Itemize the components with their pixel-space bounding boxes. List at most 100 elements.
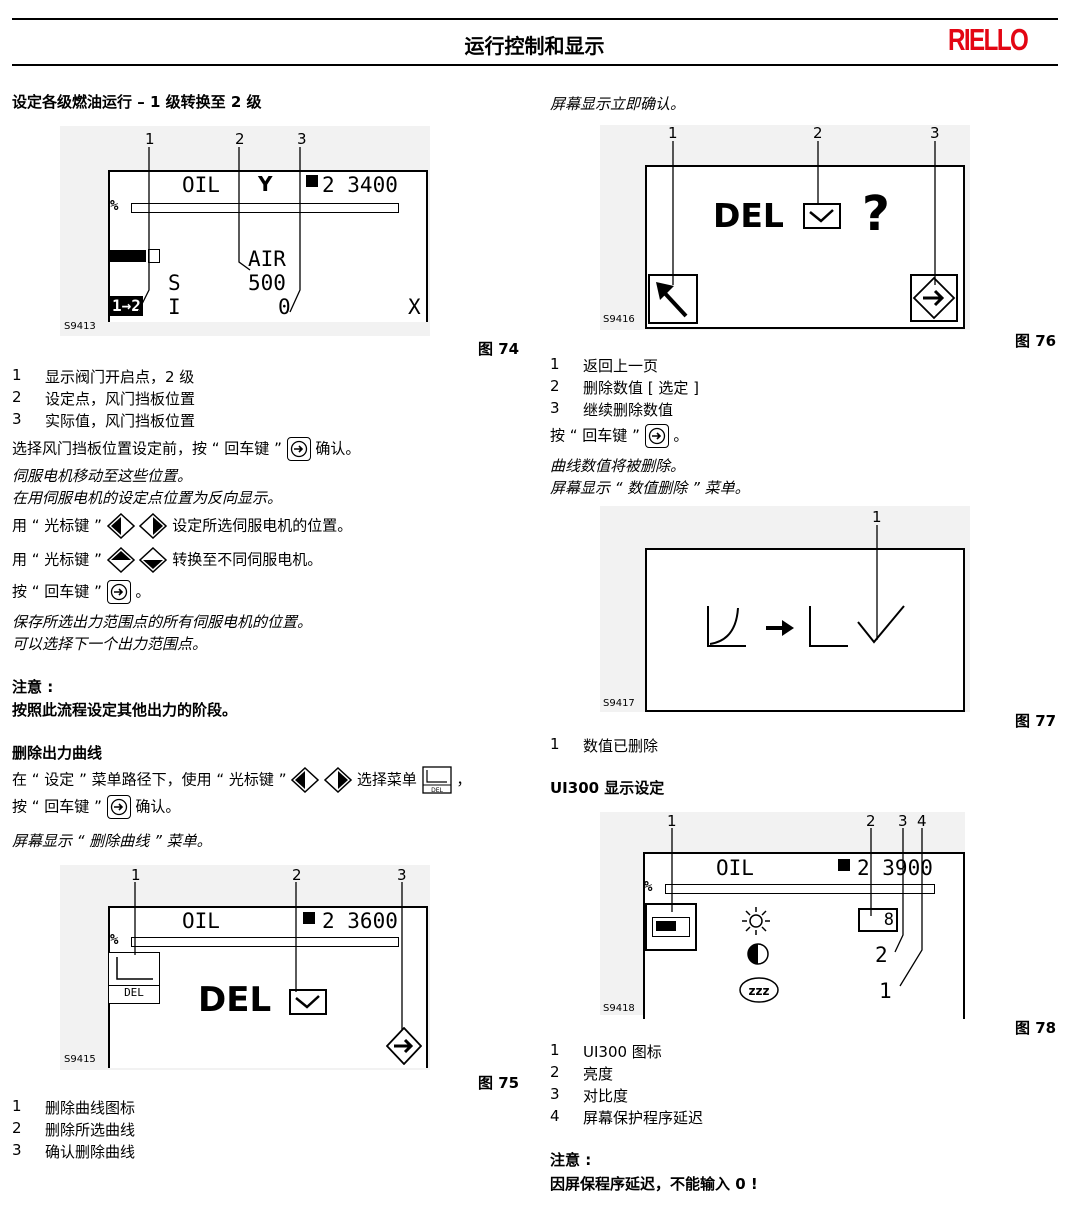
enter-key-icon xyxy=(644,424,669,448)
lcd-actual: 0 xyxy=(278,295,291,319)
progress-bar xyxy=(131,203,399,213)
paragraph: 按 “ 回车键 ” 确认。 xyxy=(12,795,180,819)
brand-logo: RIELLO xyxy=(948,22,1029,57)
lcd-oil-label: OIL xyxy=(182,909,220,933)
lcd-screen-77 xyxy=(645,548,965,712)
callout-1: 1 xyxy=(872,508,882,526)
callout-1: 1 xyxy=(667,812,677,830)
cursor-left-key-icon xyxy=(106,513,135,539)
page-title: 运行控制和显示 xyxy=(464,34,605,58)
lcd-box-value: 8 xyxy=(858,908,898,932)
check-box-icon xyxy=(803,203,841,229)
cursor-right-key-icon xyxy=(324,767,353,793)
lcd-oil-label: OIL xyxy=(182,173,220,197)
delete-curve-icon: DEL xyxy=(108,952,160,1004)
figure-code: S9418 xyxy=(603,1003,635,1014)
figure-code: S9416 xyxy=(603,314,635,325)
lcd-value: 2 3400 xyxy=(322,173,398,197)
enter-key-icon xyxy=(106,795,131,819)
lcd-percent: % xyxy=(110,198,119,214)
lcd-question: ? xyxy=(862,186,890,242)
lcd-stage-inverted: 1→2 xyxy=(110,296,143,316)
figure-label: 图 76 xyxy=(1015,332,1057,350)
callout-1: 1 xyxy=(145,130,155,148)
figure-label: 图 77 xyxy=(1015,712,1057,730)
brightness-icon xyxy=(741,906,771,936)
figure-code: S9417 xyxy=(603,698,635,709)
progress-bar xyxy=(131,937,399,947)
callout-3: 3 xyxy=(397,866,407,884)
callout-3: 3 xyxy=(930,124,940,142)
paragraph: 用 “ 光标键 ” 转换至不同伺服电机。 xyxy=(12,547,322,573)
wrench-icon: Y xyxy=(258,172,273,196)
callout-1: 1 xyxy=(668,124,678,142)
lcd-contrast-value: 1 xyxy=(879,979,892,1003)
lcd-air: AIR xyxy=(248,247,286,271)
callout-3: 3 xyxy=(297,130,307,148)
lcd-x: X xyxy=(408,295,421,319)
callout-2: 2 xyxy=(292,866,302,884)
note-title: 注意 : xyxy=(550,1151,592,1169)
cursor-down-key-icon xyxy=(139,547,168,573)
paragraph: 选择风门挡板位置设定前，按 “ 回车键 ” 确认。 xyxy=(12,437,360,461)
paragraph: 屏幕显示 “ 删除曲线 ” 菜单。 xyxy=(12,832,212,850)
lcd-oil-label: OIL xyxy=(716,856,754,880)
lcd-value: 2 3600 xyxy=(322,909,398,933)
contrast-icon xyxy=(746,942,770,966)
paragraph: 曲线数值将被删除。 xyxy=(550,457,686,475)
svg-text:DEL: DEL xyxy=(431,787,443,794)
padlock-icon xyxy=(838,859,850,871)
callout-2: 2 xyxy=(866,812,876,830)
note-text: 按照此流程设定其他出力的阶段。 xyxy=(12,701,238,719)
section-title-stage-switch: 设定各级燃油运行 – 1 级转换至 2 级 xyxy=(12,93,262,111)
section-title-delete-curve: 删除出力曲线 xyxy=(12,744,103,762)
section-title-ui300: UI300 显示设定 xyxy=(550,779,665,797)
ui300-icon xyxy=(645,903,697,951)
lcd-del: DEL xyxy=(198,980,272,1020)
enter-key-icon[interactable] xyxy=(910,274,958,322)
header-bottom-rule xyxy=(12,64,1058,66)
paragraph: 屏幕显示立即确认。 xyxy=(550,95,686,113)
callout-3: 3 xyxy=(898,812,908,830)
check-box-icon xyxy=(289,989,327,1015)
lcd-brightness-value: 2 xyxy=(875,943,888,967)
valve-icon xyxy=(110,250,146,262)
enter-key-icon xyxy=(386,1027,422,1065)
delete-curve-menu-icon: DEL xyxy=(421,766,452,794)
callout-lines-76 xyxy=(672,141,936,285)
lcd-del: DEL xyxy=(713,196,784,235)
paragraph: 在 “ 设定 ” 菜单路径下，使用 “ 光标键 ” 选择菜单 DEL ， xyxy=(12,766,471,794)
paragraph: 用 “ 光标键 ” 设定所选伺服电机的位置。 xyxy=(12,513,352,539)
lcd-percent: % xyxy=(644,879,653,895)
paragraph: 保存所选出力范围点的所有伺服电机的位置。 xyxy=(12,613,313,631)
screensaver-icon: zzz xyxy=(738,975,780,1005)
paragraph: 按 “ 回车键 ” 。 xyxy=(12,580,150,604)
callout-2: 2 xyxy=(235,130,245,148)
svg-text:zzz: zzz xyxy=(749,984,770,998)
callout-4: 4 xyxy=(917,812,927,830)
padlock-icon xyxy=(306,175,318,187)
figure-label: 图 78 xyxy=(1015,1019,1057,1037)
paragraph: 可以选择下一个出力范围点。 xyxy=(12,635,208,653)
figure-code: S9413 xyxy=(64,321,96,332)
enter-key-icon xyxy=(106,580,131,604)
header-top-rule xyxy=(12,18,1058,20)
lcd-i: I xyxy=(168,295,181,319)
curve-deleted-graphic xyxy=(700,600,920,660)
callout-lines-74 xyxy=(137,147,301,313)
figure-label: 图 74 xyxy=(478,340,520,358)
lcd-value: 2 3900 xyxy=(857,856,933,880)
paragraph: 屏幕显示 “ 数值删除 ” 菜单。 xyxy=(550,479,750,497)
callout-2: 2 xyxy=(813,124,823,142)
figure-label: 图 75 xyxy=(478,1074,520,1092)
figure-code: S9415 xyxy=(64,1054,96,1065)
callout-1: 1 xyxy=(131,866,141,884)
lcd-setpoint: 500 xyxy=(248,271,286,295)
lcd-screen-74 xyxy=(108,170,428,322)
padlock-icon xyxy=(303,912,315,924)
paragraph: 伺服电机移动至这些位置。 xyxy=(12,467,193,485)
lcd-screen-75 xyxy=(108,906,428,1068)
progress-bar xyxy=(665,884,935,894)
enter-key-icon xyxy=(286,437,311,461)
lcd-s: S xyxy=(168,271,181,295)
